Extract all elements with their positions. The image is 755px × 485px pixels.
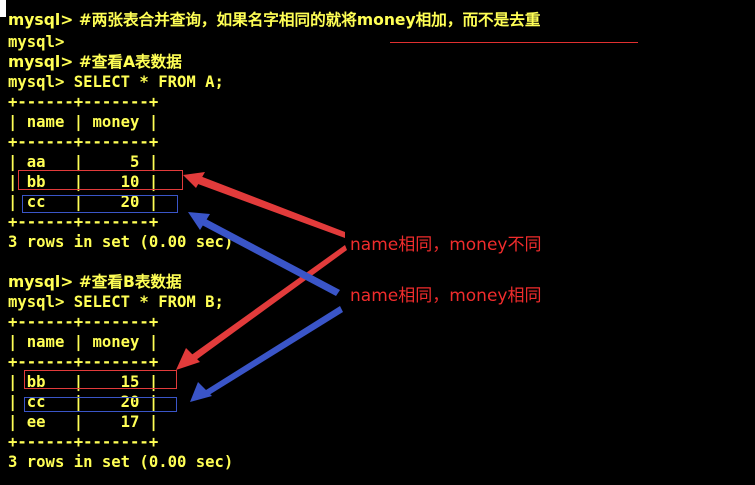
highlight-box-a-bb [18,170,183,190]
table-a-border: +------+-------+ [8,93,159,111]
table-b-row: | ee | 17 | [8,413,159,431]
table-b-border: +------+-------+ [8,433,159,451]
table-a-row: | bb | 10 | [8,173,159,191]
result-summary: 3 rows in set (0.00 sec) [8,453,234,471]
terminal-line: mysql> #两张表合并查询，如果名字相同的就将money相加，而不是去重 [8,11,541,29]
table-b-border: +------+-------+ [8,353,159,371]
terminal-cursor-marker [0,0,6,17]
table-a-row: | aa | 5 | [8,153,159,171]
annotation-money-same: name相同，money相同 [350,286,542,306]
highlight-box-a-cc [22,195,178,213]
table-b-header: | name | money | [8,333,159,351]
table-a-row: | cc | 20 | [8,193,159,211]
result-summary: 3 rows in set (0.00 sec) [8,233,234,251]
table-a-header: | name | money | [8,113,159,131]
annotation-money-differs: name相同，money不同 [350,235,542,255]
terminal-line: mysql> #查看A表数据 [8,53,182,71]
table-a-border: +------+-------+ [8,213,159,231]
terminal-line: mysql> #查看B表数据 [8,273,182,291]
table-b-row: | bb | 15 | [8,373,159,391]
terminal-line: mysql> SELECT * FROM B; [8,293,224,311]
blue-arrow-to-a-cc [188,212,340,296]
table-a-border: +------+-------+ [8,133,159,151]
terminal-line: mysql> [8,33,65,51]
terminal-line: mysql> SELECT * FROM A; [8,73,224,91]
table-b-border: +------+-------+ [8,313,159,331]
red-arrow-to-b-bb [176,245,347,370]
highlight-box-b-cc [24,397,177,412]
blue-arrow-to-b-cc [190,306,343,402]
comment-underline [390,42,638,43]
red-arrow-to-a-bb [183,172,345,238]
highlight-box-b-bb [24,370,177,389]
